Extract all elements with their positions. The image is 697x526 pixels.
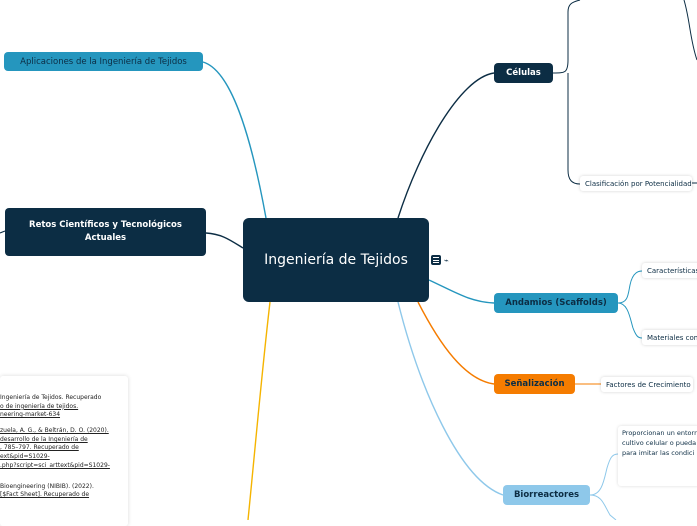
topic-andamios[interactable]: Andamios (Scaffolds)	[494, 293, 618, 313]
topic-biorreactores-label: Biorreactores	[513, 490, 580, 500]
subtopic-factores[interactable]: Factores de Crecimiento	[601, 377, 693, 392]
reference-text: Ingeniería de Tejidos. Recuperado	[0, 394, 102, 401]
subtopic-clasificacion-label: Clasificación por Potencialidad	[585, 179, 692, 188]
reference-link[interactable]: neering-market-634	[0, 411, 61, 419]
subtopic-caracteristicas-label: Características	[647, 266, 697, 275]
connector-senalizacion	[417, 301, 495, 385]
topic-retos[interactable]: Retos Científicos y Tecnológicos Actuale…	[5, 208, 206, 256]
connector-andamios-mat	[617, 302, 643, 339]
topic-biorreactores[interactable]: Biorreactores	[503, 485, 590, 505]
connector-andamios	[428, 279, 495, 304]
connector-bio-desc	[589, 453, 619, 496]
reference-text: [$Fact Sheet]. Recuperado de	[0, 491, 90, 499]
notes-icon[interactable]	[431, 255, 441, 265]
subtopic-clasificacion[interactable]: Clasificación por Potencialidad	[580, 176, 692, 191]
topic-aplicaciones-label: Aplicaciones de la Ingeniería de Tejidos	[20, 56, 187, 67]
subtopic-materiales-label: Materiales com	[647, 333, 697, 342]
reference-text: zuela, A. G., & Beltrán, D. O. (2020).	[0, 427, 109, 435]
topic-senalizacion[interactable]: Señalización	[494, 374, 575, 394]
central-topic[interactable]: Ingeniería de Tejidos	[243, 218, 429, 302]
connector-celulas-right	[683, 0, 697, 61]
reference-link[interactable]: ext&pid=S1029-	[0, 453, 50, 461]
subtopic-factores-label: Factores de Crecimiento	[606, 380, 691, 389]
reference-text: , 785–797. Recuperado de	[0, 444, 79, 452]
topic-celulas-label: Células	[506, 68, 541, 78]
reference-link[interactable]: o de ingeniería de tejidos.	[0, 402, 79, 410]
desc-line: Proporcionan un entorn	[622, 429, 697, 437]
connector-celulas	[397, 72, 495, 219]
biorreactores-description[interactable]: Proporcionan un entorn cultivo celular o…	[618, 426, 697, 486]
desc-line: para imitar las condici	[622, 448, 695, 457]
connector-celulas-clasif	[567, 73, 581, 185]
reference-link[interactable]: .php?script=sci_arttext&pid=S1029-	[0, 461, 110, 469]
topic-andamios-label: Andamios (Scaffolds)	[505, 298, 607, 308]
connector-bio-down	[589, 494, 617, 520]
subtopic-caracteristicas[interactable]: Características	[642, 263, 697, 278]
reference-text: Bioengineering (NIBIB). (2022).	[0, 482, 94, 490]
desc-line: cultivo celular o pueda	[622, 438, 697, 447]
connector-retos	[205, 232, 244, 249]
connector-yellow	[247, 301, 271, 520]
references-note[interactable]: Ingeniería de Tejidos. Recuperado o de i…	[0, 376, 128, 526]
topic-retos-label: Retos Científicos y Tecnológicos Actuale…	[29, 220, 182, 243]
reference-text: desarrollo de la Ingeniería de	[0, 435, 88, 443]
connector-andamios-caract	[617, 270, 643, 304]
topic-celulas[interactable]: Células	[494, 63, 553, 83]
connector-biorreactores	[397, 301, 504, 496]
subtopic-materiales[interactable]: Materiales com	[642, 330, 697, 345]
connector-aplicaciones	[202, 61, 267, 219]
topic-aplicaciones[interactable]: Aplicaciones de la Ingeniería de Tejidos	[4, 52, 203, 71]
link-icon[interactable]: ⌁	[444, 256, 449, 265]
central-topic-label: Ingeniería de Tejidos	[264, 252, 408, 268]
connector-retos-left	[0, 230, 6, 234]
connector-celulas-sub	[552, 0, 581, 74]
topic-senalizacion-label: Señalización	[504, 379, 565, 389]
